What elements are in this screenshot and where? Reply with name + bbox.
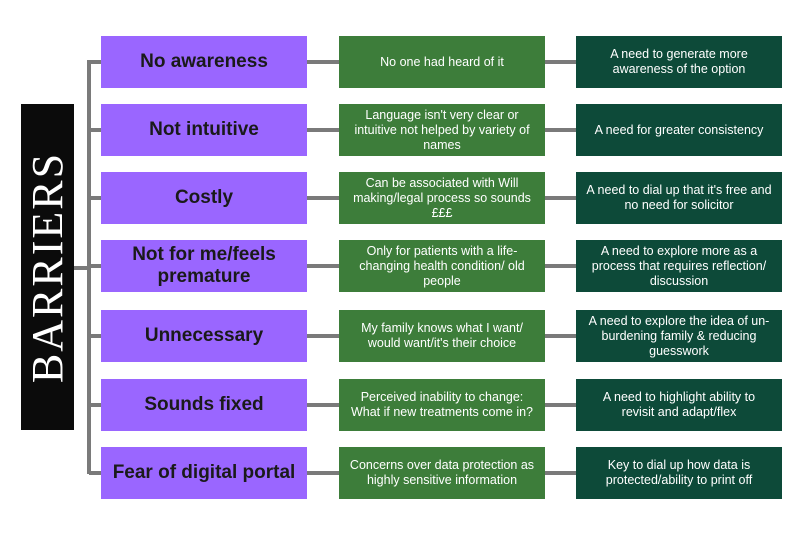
connector-finding-need — [545, 471, 576, 475]
connector-branch — [89, 264, 101, 268]
connector-barrier-finding — [307, 60, 339, 64]
connector-finding-need — [545, 128, 576, 132]
barriers-title-box: BARRIERS — [21, 104, 74, 430]
barrier-box: Fear of digital portal — [101, 447, 307, 499]
connector-branch — [89, 128, 101, 132]
connector-branch — [89, 403, 101, 407]
connector-barrier-finding — [307, 264, 339, 268]
need-box: A need for greater consistency — [576, 104, 782, 156]
need-box: A need to explore the idea of un-burdeni… — [576, 310, 782, 362]
barrier-box: Costly — [101, 172, 307, 224]
connector-finding-need — [545, 196, 576, 200]
finding-box: My family knows what I want/ would want/… — [339, 310, 545, 362]
need-box: A need to highlight ability to revisit a… — [576, 379, 782, 431]
barrier-box: Sounds fixed — [101, 379, 307, 431]
connector-branch — [89, 196, 101, 200]
need-box: Key to dial up how data is protected/abi… — [576, 447, 782, 499]
table-row: Fear of digital portal Concerns over data… — [0, 447, 804, 499]
table-row: No awareness No one had heard of it A need… — [0, 36, 804, 88]
connector-branch — [89, 60, 101, 64]
connector-finding-need — [545, 60, 576, 64]
connector-branch — [89, 471, 101, 475]
table-row: Not intuitive Language isn't very clear o… — [0, 104, 804, 156]
finding-box: Concerns over data protection as highly … — [339, 447, 545, 499]
finding-box: Can be associated with Will making/legal… — [339, 172, 545, 224]
connector-barrier-finding — [307, 128, 339, 132]
connector-finding-need — [545, 334, 576, 338]
need-box: A need to explore more as a process that… — [576, 240, 782, 292]
connector-barrier-finding — [307, 196, 339, 200]
need-box: A need to dial up that it's free and no … — [576, 172, 782, 224]
barrier-box: Unnecessary — [101, 310, 307, 362]
connector-barrier-finding — [307, 334, 339, 338]
barrier-box: Not for me/feels premature — [101, 240, 307, 292]
connector-stub — [74, 266, 89, 270]
finding-box: Perceived inability to change: What if n… — [339, 379, 545, 431]
connector-finding-need — [545, 403, 576, 407]
finding-box: Language isn't very clear or intuitive n… — [339, 104, 545, 156]
table-row: Sounds fixed Perceived inability to chang… — [0, 379, 804, 431]
connector-barrier-finding — [307, 471, 339, 475]
finding-box: No one had heard of it — [339, 36, 545, 88]
connector-barrier-finding — [307, 403, 339, 407]
need-box: A need to generate more awareness of the… — [576, 36, 782, 88]
table-row: Costly Can be associated with Will making… — [0, 172, 804, 224]
barrier-box: Not intuitive — [101, 104, 307, 156]
connector-branch — [89, 334, 101, 338]
connector-finding-need — [545, 264, 576, 268]
table-row: Unnecessary My family knows what I want/ … — [0, 310, 804, 362]
barrier-box: No awareness — [101, 36, 307, 88]
table-row: Not for me/feels premature Only for patie… — [0, 240, 804, 292]
finding-box: Only for patients with a life-changing h… — [339, 240, 545, 292]
